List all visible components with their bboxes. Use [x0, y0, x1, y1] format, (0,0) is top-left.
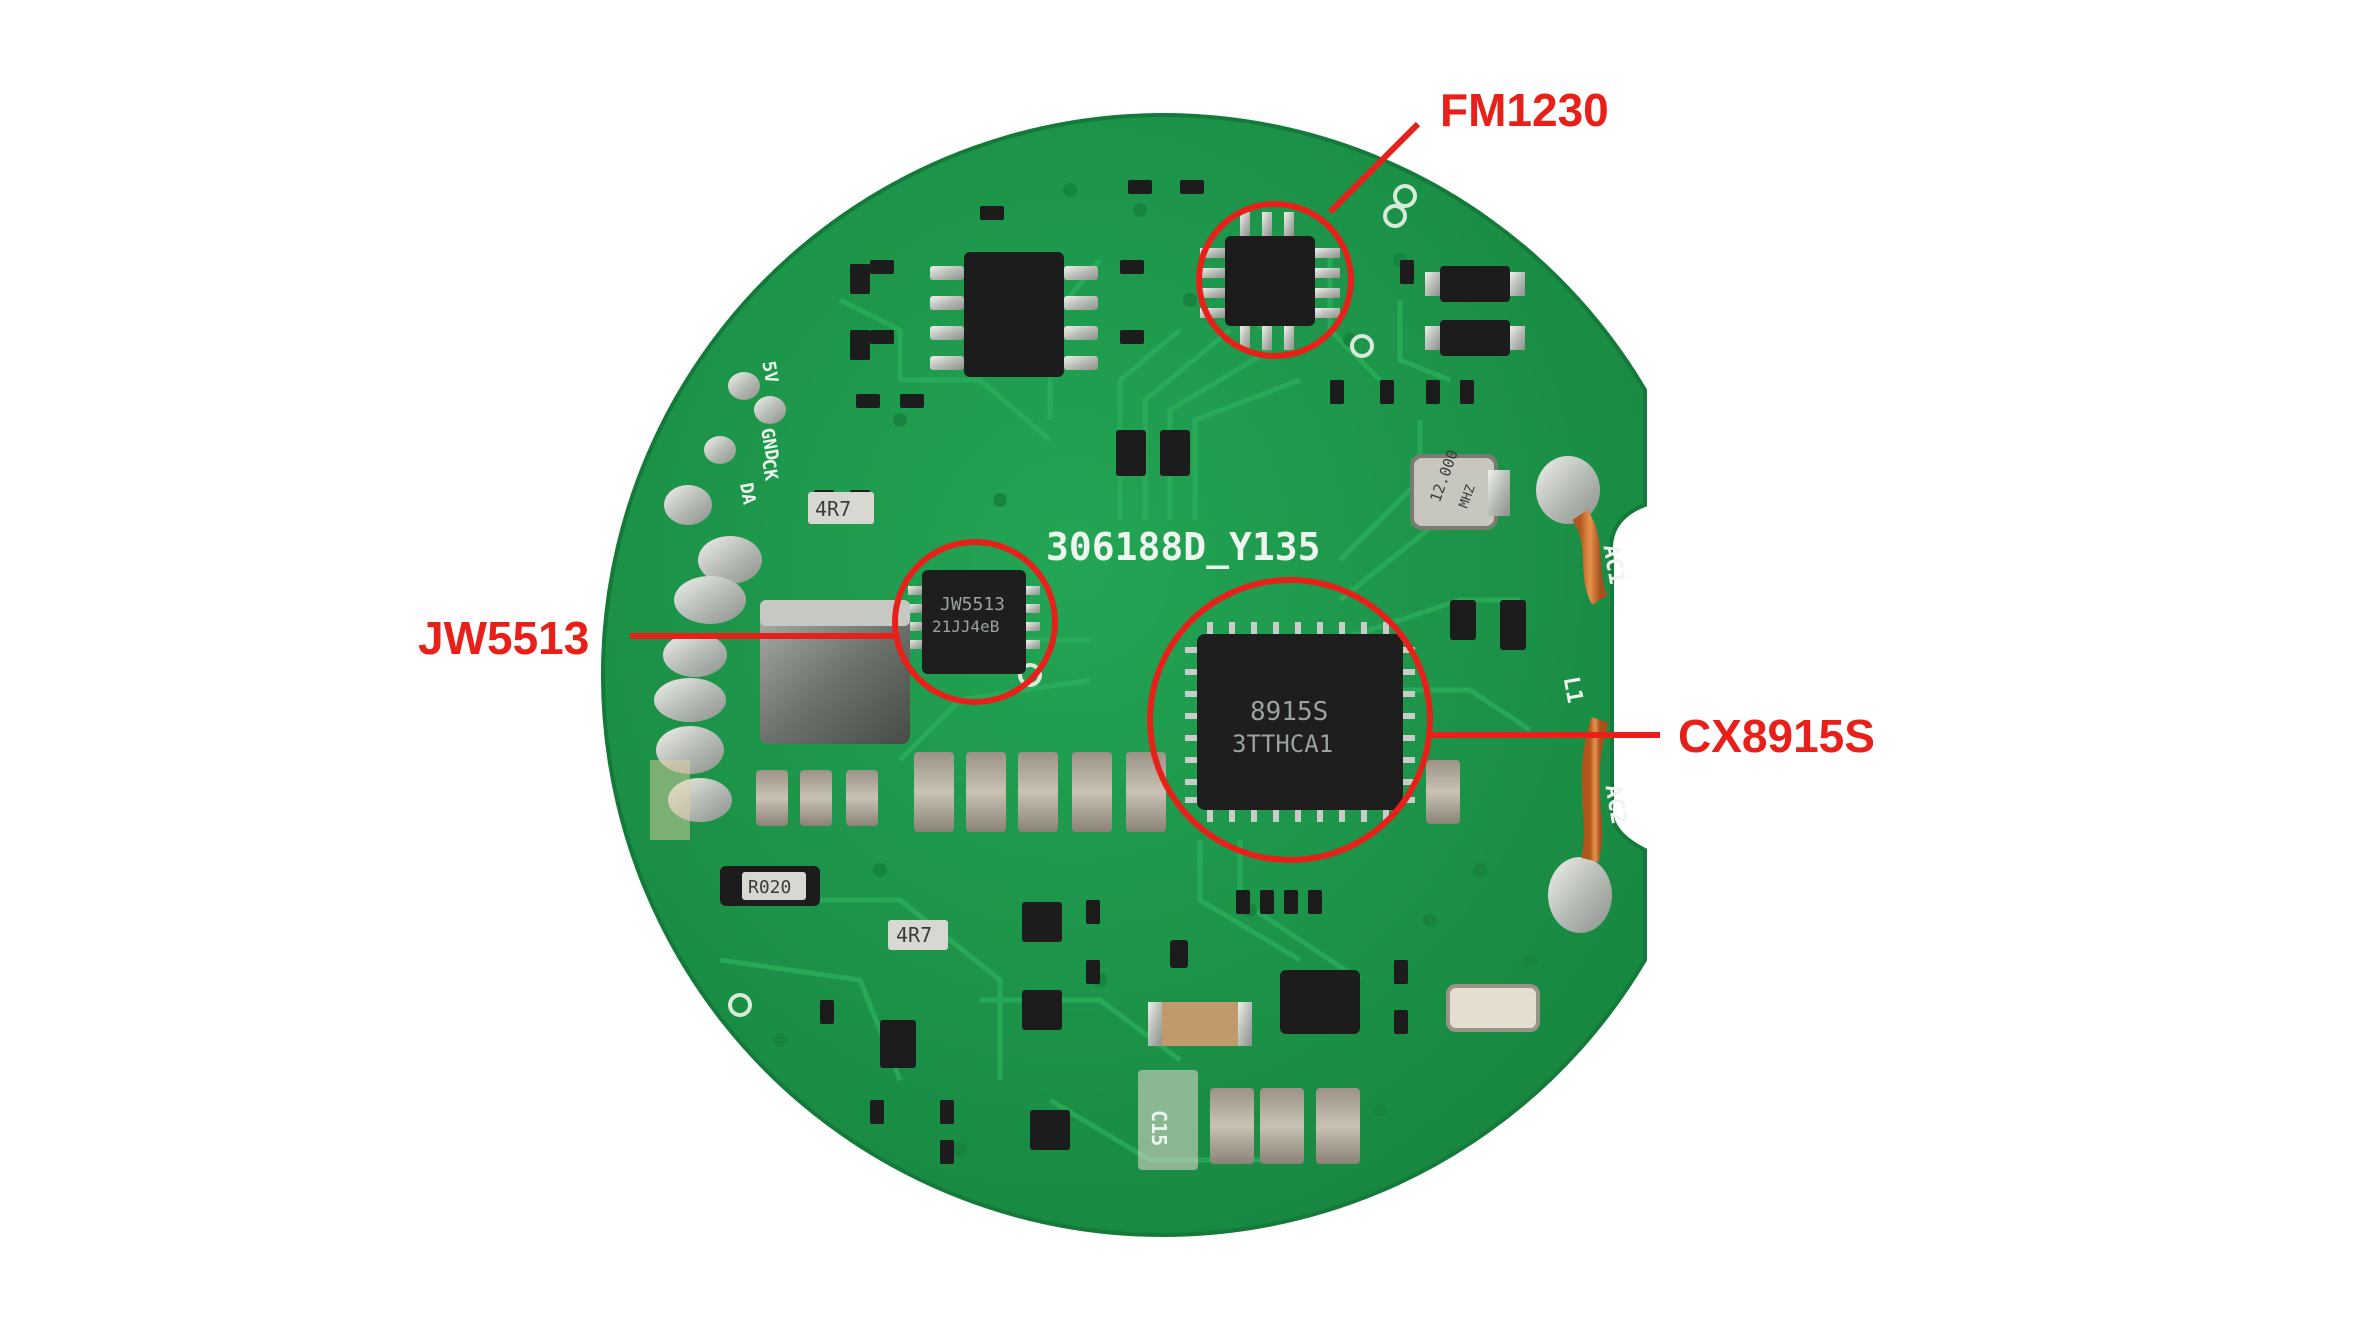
- board-code-label: 306188D_Y135: [1046, 525, 1321, 569]
- cx8915s-marking-line2: 3TTHCA1: [1232, 730, 1333, 758]
- resistor-label-2: 4R7: [896, 923, 932, 947]
- callout-circle: [1196, 201, 1354, 359]
- callout-circle: [892, 539, 1058, 705]
- callout-label-jw5513: JW5513: [418, 612, 589, 664]
- silkscreen-labels: 306188D_Y135 AC1 AC2 L1 C15 4R7 4R7 R020…: [735, 359, 1631, 1146]
- power-inductor: [760, 600, 910, 744]
- left-pad-label-5v: 5V: [757, 359, 781, 384]
- left-pad-label-da: DA: [735, 481, 759, 506]
- inductor-ref-label: L1: [1558, 675, 1587, 705]
- resistor-label-1: 4R7: [815, 497, 851, 521]
- callout-label-fm1230: FM1230: [1440, 84, 1609, 136]
- coil-pad-ac1: [1536, 456, 1609, 605]
- left-edge-solder-pads: [650, 372, 786, 840]
- callout-cx8915s: CX8915S: [1147, 577, 1875, 863]
- callout-jw5513: JW5513: [418, 539, 1058, 705]
- fm1230-chip: [1200, 212, 1340, 350]
- jw5513-marking-line1: JW5513: [940, 594, 1005, 615]
- cap-ref-label: C15: [1147, 1110, 1171, 1146]
- left-pad-label-ck: CK: [757, 457, 781, 482]
- upper-ic-soic8: [930, 252, 1098, 377]
- crystal-oscillator: 12.000 MHZ: [1410, 447, 1510, 530]
- resistor-label-3: R020: [748, 877, 791, 898]
- callout-leader-line: [1327, 121, 1421, 215]
- callout-circle: [1147, 577, 1433, 863]
- lower-components: [720, 866, 1540, 1170]
- circuit-board: 12.000 MHZ JW5513 21JJ4eB: [601, 113, 1647, 1237]
- diodes-right-top: [1425, 266, 1525, 356]
- jw5513-marking-line2: 21JJ4eB: [932, 617, 999, 636]
- callout-label-cx8915s: CX8915S: [1678, 710, 1875, 762]
- ceramic-capacitor-row: [756, 752, 1460, 832]
- coil-pad-ac2: [1548, 717, 1612, 933]
- callout-fm1230: FM1230: [1196, 84, 1609, 359]
- jw5513-chip: JW5513 21JJ4eB: [908, 570, 1040, 674]
- cx8915s-marking-line1: 8915S: [1250, 697, 1328, 727]
- cx8915s-chip: 8915S 3TTHCA1: [1185, 622, 1415, 822]
